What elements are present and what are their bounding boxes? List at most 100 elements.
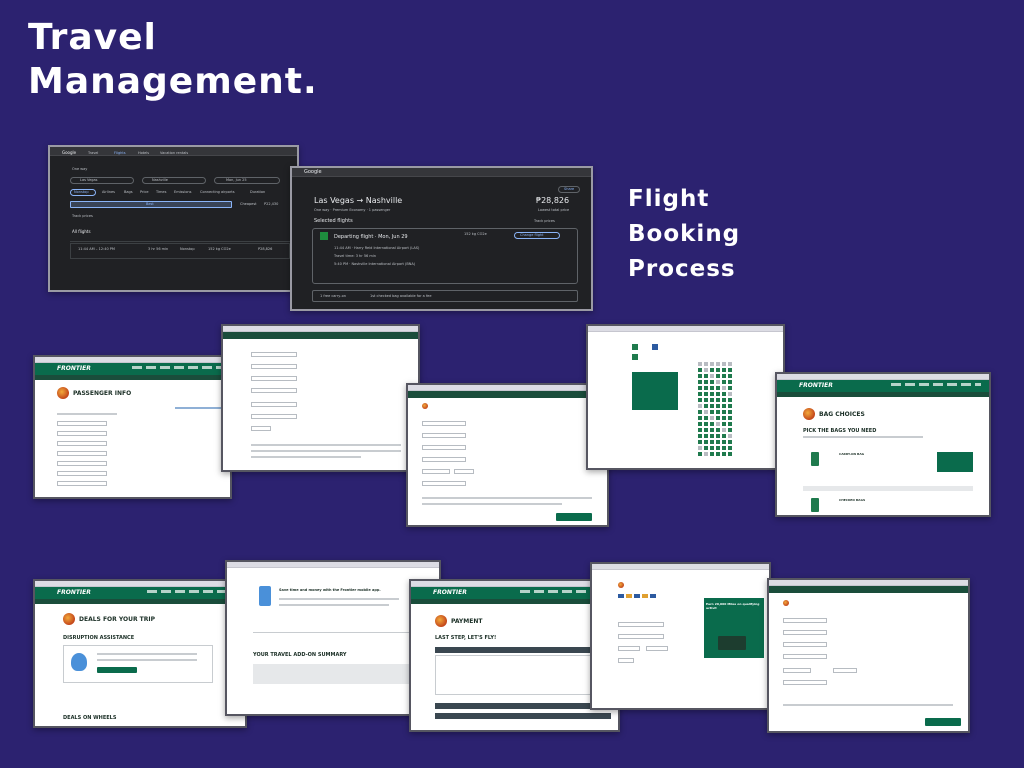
seat[interactable] bbox=[698, 440, 702, 444]
seat[interactable] bbox=[728, 392, 732, 396]
seat[interactable] bbox=[704, 368, 708, 372]
seat[interactable] bbox=[698, 416, 702, 420]
state-select[interactable] bbox=[454, 469, 474, 474]
form-field[interactable] bbox=[783, 630, 827, 635]
seat[interactable] bbox=[704, 404, 708, 408]
flight-result-row[interactable] bbox=[70, 243, 290, 259]
seat[interactable] bbox=[704, 446, 708, 450]
filter-bags[interactable]: Bags bbox=[124, 190, 133, 194]
gender-field[interactable] bbox=[57, 471, 107, 476]
seat[interactable] bbox=[698, 386, 702, 390]
seat[interactable] bbox=[710, 368, 714, 372]
form-field[interactable] bbox=[251, 376, 297, 381]
seat[interactable] bbox=[728, 374, 732, 378]
seat[interactable] bbox=[728, 434, 732, 438]
form-field[interactable] bbox=[251, 426, 271, 431]
seat[interactable] bbox=[716, 416, 720, 420]
seat[interactable] bbox=[722, 434, 726, 438]
seat[interactable] bbox=[704, 422, 708, 426]
seat[interactable] bbox=[698, 380, 702, 384]
seat[interactable] bbox=[710, 362, 714, 366]
tab-hotels[interactable]: Hotels bbox=[138, 151, 150, 155]
seat[interactable] bbox=[722, 362, 726, 366]
seat[interactable] bbox=[728, 368, 732, 372]
seat[interactable] bbox=[698, 362, 702, 366]
seat[interactable] bbox=[722, 404, 726, 408]
seat[interactable] bbox=[710, 446, 714, 450]
filter-chip-nonstop[interactable] bbox=[70, 189, 96, 196]
seat[interactable] bbox=[704, 410, 708, 414]
form-field[interactable] bbox=[422, 433, 466, 438]
seat[interactable] bbox=[716, 386, 720, 390]
seat[interactable] bbox=[722, 392, 726, 396]
form-field[interactable] bbox=[422, 421, 466, 426]
origin-input[interactable] bbox=[70, 177, 134, 184]
seat[interactable] bbox=[698, 410, 702, 414]
seat[interactable] bbox=[722, 452, 726, 456]
dob-field[interactable] bbox=[57, 461, 107, 466]
seat[interactable] bbox=[722, 398, 726, 402]
cvv-field[interactable] bbox=[618, 658, 634, 663]
tab-travel[interactable]: Travel bbox=[88, 151, 99, 155]
form-field[interactable] bbox=[251, 364, 297, 369]
seat[interactable] bbox=[698, 428, 702, 432]
seat[interactable] bbox=[710, 440, 714, 444]
seat[interactable] bbox=[716, 368, 720, 372]
first-name-field[interactable] bbox=[57, 421, 107, 426]
seat[interactable] bbox=[716, 428, 720, 432]
sort-best-tab[interactable] bbox=[70, 201, 232, 208]
seat[interactable] bbox=[704, 440, 708, 444]
name-on-card-field[interactable] bbox=[618, 634, 664, 639]
seat[interactable] bbox=[722, 380, 726, 384]
phone-field[interactable] bbox=[57, 481, 107, 486]
filter-price[interactable]: Price bbox=[140, 190, 149, 194]
seat[interactable] bbox=[716, 380, 720, 384]
tab-vacation-rentals[interactable]: Vacation rentals bbox=[160, 151, 189, 155]
seat[interactable] bbox=[722, 386, 726, 390]
country-select[interactable] bbox=[422, 445, 466, 450]
seat[interactable] bbox=[728, 446, 732, 450]
filter-duration[interactable]: Duration bbox=[250, 190, 266, 194]
expiry-year-field[interactable] bbox=[646, 646, 668, 651]
seat[interactable] bbox=[698, 452, 702, 456]
seat[interactable] bbox=[710, 374, 714, 378]
seat[interactable] bbox=[716, 422, 720, 426]
seat[interactable] bbox=[704, 452, 708, 456]
seat[interactable] bbox=[716, 446, 720, 450]
seat[interactable] bbox=[710, 410, 714, 414]
track-prices-toggle[interactable]: Track prices bbox=[72, 214, 93, 218]
seat[interactable] bbox=[722, 416, 726, 420]
next-flight-button[interactable] bbox=[638, 402, 672, 408]
seat[interactable] bbox=[716, 374, 720, 378]
last-name-field[interactable] bbox=[57, 441, 107, 446]
seat[interactable] bbox=[710, 386, 714, 390]
seat[interactable] bbox=[704, 428, 708, 432]
middle-name-field[interactable] bbox=[57, 431, 107, 436]
sort-cheapest-label[interactable]: Cheapest bbox=[240, 202, 257, 206]
state-select[interactable] bbox=[833, 668, 857, 673]
form-field[interactable] bbox=[251, 388, 297, 393]
seat[interactable] bbox=[728, 398, 732, 402]
seat[interactable] bbox=[716, 410, 720, 414]
seat[interactable] bbox=[728, 362, 732, 366]
seat[interactable] bbox=[716, 392, 720, 396]
email-field[interactable] bbox=[783, 680, 827, 685]
filter-times[interactable]: Times bbox=[156, 190, 167, 194]
seat[interactable] bbox=[698, 398, 702, 402]
seat[interactable] bbox=[710, 416, 714, 420]
seat[interactable] bbox=[704, 380, 708, 384]
suffix-field[interactable] bbox=[57, 451, 107, 456]
expiry-field[interactable] bbox=[618, 646, 640, 651]
bundle-offer[interactable] bbox=[937, 452, 973, 472]
seat[interactable] bbox=[722, 446, 726, 450]
seat[interactable] bbox=[704, 386, 708, 390]
seat[interactable] bbox=[728, 422, 732, 426]
seat[interactable] bbox=[710, 398, 714, 402]
seat[interactable] bbox=[716, 398, 720, 402]
seat[interactable] bbox=[704, 392, 708, 396]
seat[interactable] bbox=[704, 374, 708, 378]
form-field[interactable] bbox=[422, 457, 466, 462]
trip-type-select[interactable]: One way bbox=[72, 167, 88, 171]
seat[interactable] bbox=[710, 434, 714, 438]
seat[interactable] bbox=[698, 392, 702, 396]
